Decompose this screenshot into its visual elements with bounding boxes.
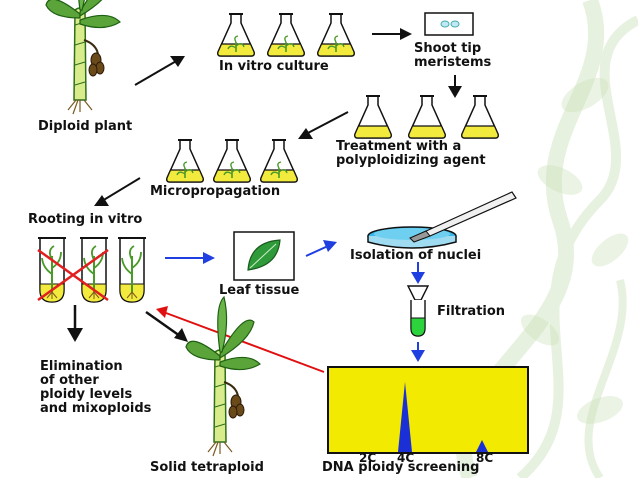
shoot-tip-meristem-dish: [424, 12, 474, 36]
label-mixoploids: and mixoploids: [40, 401, 152, 416]
arrow-culture-to-shoot-tip: [372, 28, 412, 40]
diploid-plant-illustration: [45, 0, 121, 115]
arrow-plant-to-culture: [134, 56, 185, 86]
red-cross-marks: [37, 248, 109, 302]
petri-dish-with-scalpel: [367, 191, 517, 249]
arrow-leaf-to-isolation: [305, 240, 337, 257]
label-meristems: meristems: [414, 55, 492, 70]
label-isolation-of-nuclei: Isolation of nuclei: [350, 248, 482, 263]
label-solid-tetraploid: Solid tetraploid: [150, 460, 264, 475]
label-shoot-tip: Shoot tip: [414, 41, 482, 56]
micropropagation-flasks: [165, 139, 299, 183]
arrow-rooting-to-leaf: [165, 252, 215, 264]
arrow-micropropagation-to-rooting: [94, 177, 141, 206]
label-leaf-tissue: Leaf tissue: [219, 283, 300, 298]
treatment-flasks: [353, 95, 500, 139]
rooting-test-tubes: [37, 237, 147, 303]
label-rooting-in-vitro: Rooting in vitro: [28, 212, 143, 227]
filtration-tube: [406, 285, 430, 337]
label-treatment: Treatment with a: [336, 139, 462, 154]
histogram-peak-label-8c: 8C: [476, 451, 494, 465]
arrow-rooting-to-tetraploid: [145, 310, 188, 342]
arrow-isolation-to-filtration: [411, 262, 425, 284]
label-ploidy-levels: ploidy levels: [40, 387, 133, 402]
histogram-peak-label-4c: 4C: [397, 451, 415, 465]
label-in-vitro-culture: In vitro culture: [219, 59, 329, 74]
label-elimination: Elimination: [40, 359, 123, 374]
arrow-treatment-to-micropropagation: [298, 111, 349, 139]
arrow-screening-to-rooting: [156, 306, 325, 373]
label-dna-ploidy-screening: DNA ploidy screening: [322, 460, 480, 475]
dna-ploidy-histogram: [327, 366, 529, 454]
arrow-shoot-tip-to-treatment: [448, 75, 462, 98]
arrow-filtration-to-screening: [411, 342, 425, 362]
label-polyploidizing-agent: polyploidizing agent: [336, 153, 486, 168]
label-micropropagation: Micropropagation: [150, 184, 281, 199]
histogram-peak-label-2c: 2C: [359, 451, 377, 465]
arrow-rooting-to-elimination: [67, 305, 83, 342]
label-filtration: Filtration: [437, 304, 506, 319]
leaf-tissue-box: [233, 231, 295, 281]
label-diploid-plant: Diploid plant: [38, 119, 133, 134]
in-vitro-culture-flasks: [216, 13, 356, 57]
label-of-other: of other: [40, 373, 99, 388]
solid-tetraploid-plant-illustration: [185, 296, 261, 457]
